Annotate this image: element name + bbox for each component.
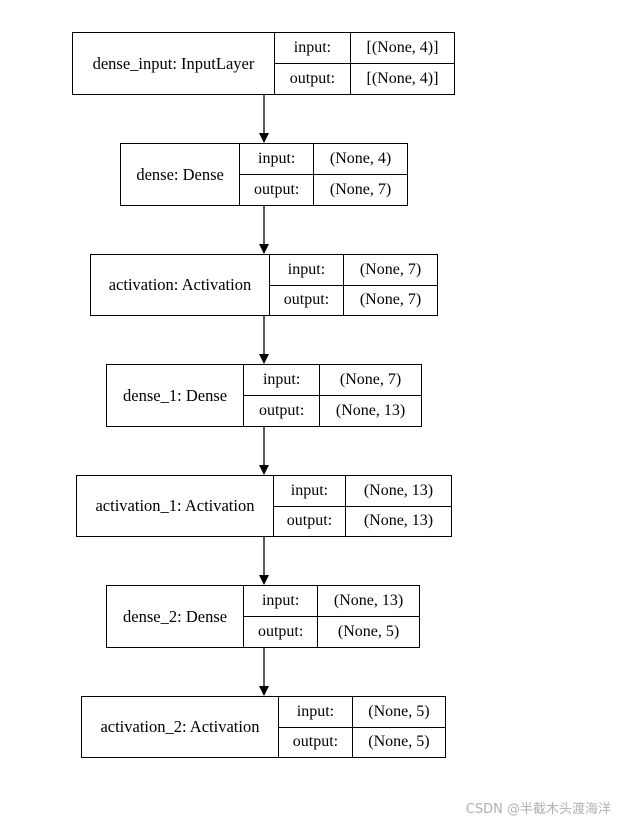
input-shape: (None, 5)	[368, 702, 430, 720]
layer-name: activation_2: Activation	[82, 697, 279, 757]
layer-node-activation-1: activation_1: Activation input: (None, 1…	[76, 475, 452, 537]
layer-io-table: input: (None, 7) output: (None, 7)	[269, 255, 437, 315]
input-label: input:	[275, 33, 351, 63]
layer-node-dense-input: dense_input: InputLayer input: [(None, 4…	[72, 32, 455, 95]
input-row: input: [(None, 4)]	[275, 33, 454, 63]
output-shape: (None, 5)	[368, 733, 430, 751]
output-shape: (None, 13)	[363, 512, 434, 530]
layer-io-table: input: [(None, 4)] output: [(None, 4)]	[274, 33, 454, 94]
output-row: output: (None, 5)	[244, 616, 419, 647]
output-shape: (None, 7)	[329, 181, 392, 198]
layer-name: activation_1: Activation	[77, 476, 274, 536]
input-label: input:	[274, 476, 346, 506]
layer-io-table: input: (None, 13) output: (None, 13)	[273, 476, 451, 536]
layer-io-table: input: (None, 13) output: (None, 5)	[244, 586, 419, 647]
output-shape: (None, 7)	[359, 291, 422, 309]
input-label: input:	[270, 255, 344, 285]
output-label: output:	[274, 506, 346, 536]
output-row: output: (None, 5)	[278, 726, 445, 757]
input-row: input: (None, 5)	[279, 697, 445, 727]
layer-io-table: input: (None, 5) output: (None, 5)	[278, 697, 445, 757]
output-row: output: (None, 13)	[244, 395, 421, 426]
output-shape: [(None, 4)]	[366, 70, 439, 87]
input-shape: (None, 7)	[359, 260, 422, 278]
output-row: output: (None, 7)	[269, 284, 437, 315]
input-label: input:	[279, 697, 353, 727]
input-row: input: (None, 7)	[244, 365, 421, 395]
layer-node-activation-2: activation_2: Activation input: (None, 5…	[81, 696, 446, 758]
input-label: input:	[244, 365, 321, 395]
output-shape: (None, 5)	[337, 623, 400, 640]
output-row: output: (None, 7)	[240, 174, 407, 205]
input-label: input:	[240, 144, 315, 174]
layer-node-dense-1: dense_1: Dense input: (None, 7) output: …	[106, 364, 422, 427]
layer-io-table: input: (None, 7) output: (None, 13)	[244, 365, 421, 426]
layer-name: dense: Dense	[121, 144, 241, 205]
layer-name: dense_input: InputLayer	[73, 33, 275, 94]
input-row: input: (None, 13)	[274, 476, 451, 506]
layer-name: activation: Activation	[91, 255, 270, 315]
layer-node-activation: activation: Activation input: (None, 7) …	[90, 254, 438, 316]
input-shape: (None, 4)	[329, 150, 392, 167]
layer-node-dense-2: dense_2: Dense input: (None, 13) output:…	[106, 585, 420, 648]
input-row: input: (None, 7)	[270, 255, 437, 285]
output-label: output:	[279, 727, 353, 757]
input-shape: (None, 7)	[339, 371, 402, 388]
input-label: input:	[244, 586, 319, 616]
output-label: output:	[275, 64, 351, 94]
output-label: output:	[244, 617, 319, 647]
input-row: input: (None, 13)	[244, 586, 419, 616]
output-row: output: (None, 13)	[273, 505, 451, 536]
output-label: output:	[240, 175, 315, 205]
layer-io-table: input: (None, 4) output: (None, 7)	[240, 144, 407, 205]
output-label: output:	[244, 396, 321, 426]
input-shape: (None, 13)	[333, 592, 404, 609]
layer-name: dense_1: Dense	[107, 365, 245, 426]
input-row: input: (None, 4)	[240, 144, 407, 174]
watermark: CSDN @半截木头渡海洋	[465, 802, 611, 817]
output-shape: (None, 13)	[335, 402, 406, 419]
layer-name: dense_2: Dense	[107, 586, 245, 647]
output-label: output:	[270, 285, 344, 315]
output-row: output: [(None, 4)]	[274, 63, 454, 94]
input-shape: (None, 13)	[363, 481, 434, 499]
input-shape: [(None, 4)]	[366, 39, 439, 56]
layer-node-dense: dense: Dense input: (None, 4) output: (N…	[120, 143, 408, 206]
